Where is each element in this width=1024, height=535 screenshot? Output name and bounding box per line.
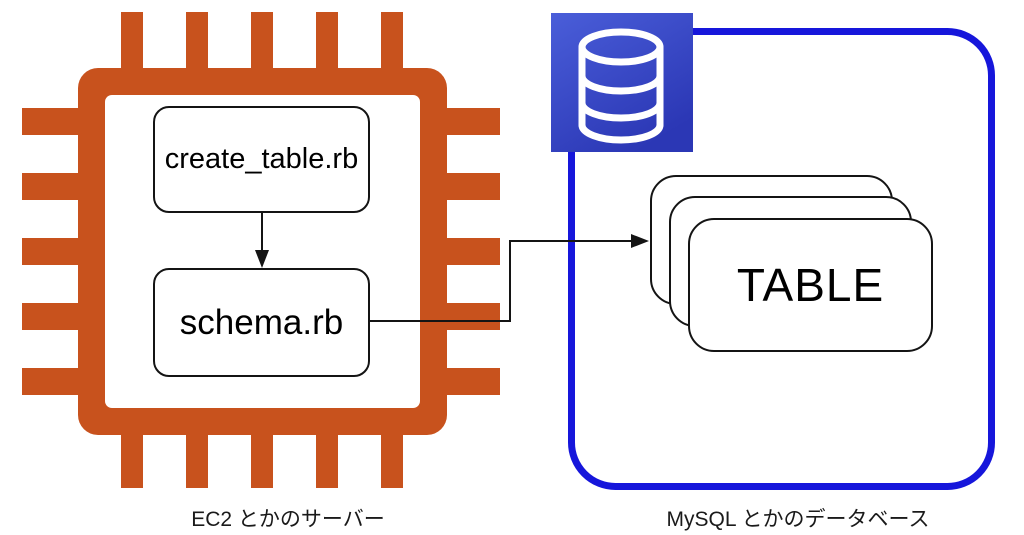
arrowhead-right-icon [631,234,649,248]
table-card-label: TABLE [736,259,885,311]
node-create-table-rb-label: create_table.rb [164,143,359,175]
node-create-table-rb: create_table.rb [153,106,370,213]
caption-database: MySQL とかのデータベース [666,508,930,531]
table-card-front: TABLE [688,218,933,352]
database-cylinder-icon [551,13,693,152]
caption-server: EC2 とかのサーバー [191,508,385,531]
node-schema-rb: schema.rb [153,268,370,377]
arrowhead-down-icon [255,250,269,268]
node-schema-rb-label: schema.rb [179,302,344,342]
edge-create-to-schema [255,213,269,268]
edge-schema-to-table [370,234,649,322]
